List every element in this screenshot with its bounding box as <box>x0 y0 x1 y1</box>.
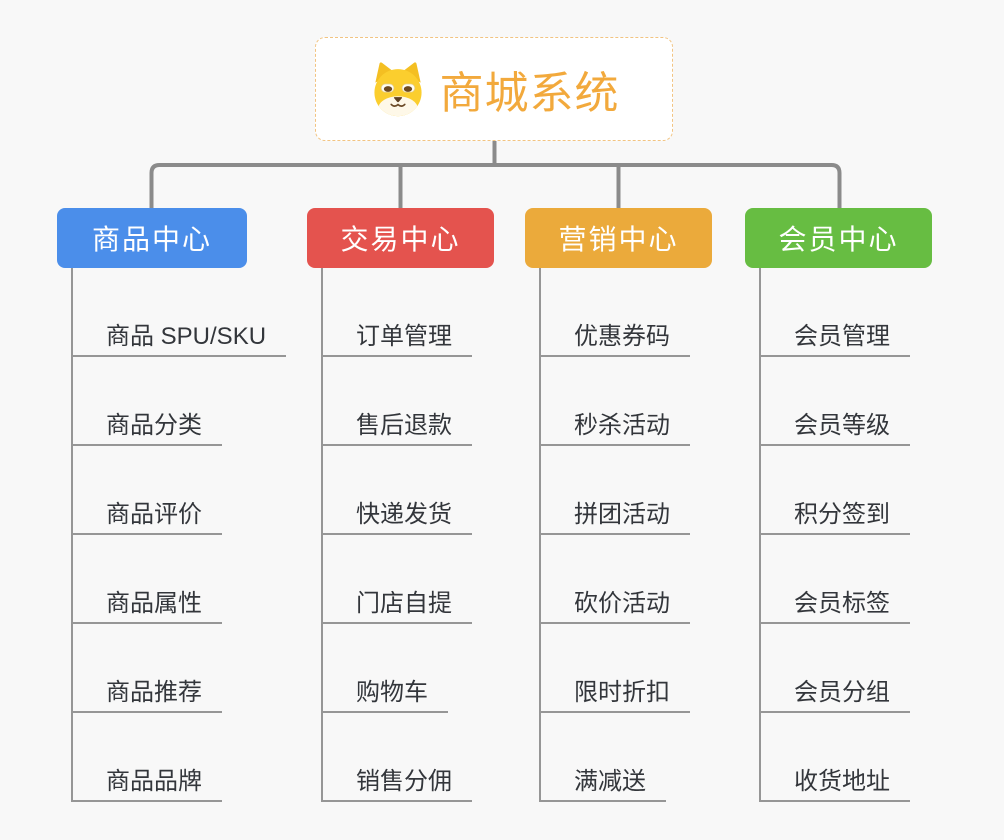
leaf-node[interactable]: 商品分类 <box>71 407 222 446</box>
leaf-node[interactable]: 商品推荐 <box>71 674 222 713</box>
leaf-node[interactable]: 商品 SPU/SKU <box>71 318 287 357</box>
root-node-label: 商城系统 <box>439 69 620 118</box>
branch-label: 营销中心 <box>558 224 679 255</box>
branch-node-trade-center[interactable]: 交易中心 <box>307 208 494 268</box>
leaf-node[interactable]: 会员等级 <box>759 407 910 446</box>
leaf-node[interactable]: 购物车 <box>321 674 448 713</box>
leaf-node[interactable]: 商品品牌 <box>71 763 222 802</box>
branch-node-marketing-center[interactable]: 营销中心 <box>525 208 712 268</box>
leaf-node[interactable]: 会员管理 <box>759 318 910 357</box>
leaf-node[interactable]: 积分签到 <box>759 496 910 535</box>
branch-node-product-center[interactable]: 商品中心 <box>57 208 247 268</box>
leaf-node[interactable]: 商品属性 <box>71 585 222 624</box>
root-node[interactable]: 商城系统 <box>315 37 673 141</box>
dog-face-icon <box>373 62 422 117</box>
leaf-node[interactable]: 收货地址 <box>759 763 910 802</box>
leaf-node[interactable]: 订单管理 <box>321 318 472 357</box>
branch-label: 交易中心 <box>340 224 461 255</box>
branch-node-member-center[interactable]: 会员中心 <box>745 208 932 268</box>
leaf-node[interactable]: 满减送 <box>539 763 666 802</box>
leaf-node[interactable]: 秒杀活动 <box>539 407 690 446</box>
leaf-node[interactable]: 拼团活动 <box>539 496 690 535</box>
leaf-node[interactable]: 砍价活动 <box>539 585 690 624</box>
leaf-node[interactable]: 销售分佣 <box>321 763 472 802</box>
leaf-node[interactable]: 快递发货 <box>321 496 472 535</box>
leaf-node[interactable]: 优惠券码 <box>539 318 690 357</box>
branch-label: 会员中心 <box>778 224 899 255</box>
leaf-node[interactable]: 门店自提 <box>321 585 472 624</box>
branch-label: 商品中心 <box>91 224 212 255</box>
leaf-node[interactable]: 会员分组 <box>759 674 910 713</box>
leaf-node[interactable]: 会员标签 <box>759 585 910 624</box>
leaf-node[interactable]: 商品评价 <box>71 496 222 535</box>
leaf-node[interactable]: 售后退款 <box>321 407 472 446</box>
leaf-node[interactable]: 限时折扣 <box>539 674 690 713</box>
